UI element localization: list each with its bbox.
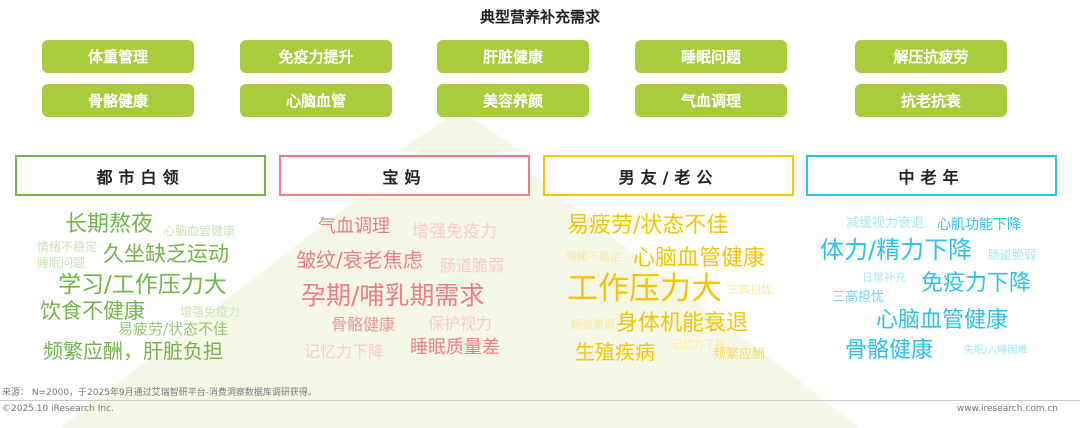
word-cloud-term: 失眠/入睡困难 bbox=[964, 345, 1028, 356]
word-cloud-term: 三高担忧 bbox=[728, 283, 772, 296]
word-cloud-term: 频繁应酬 bbox=[713, 347, 766, 362]
word-cloud-term: 肠道脆弱 bbox=[988, 248, 1037, 262]
word-cloud-term: 三高担忧 bbox=[832, 290, 885, 305]
word-cloud-term: 情绪不稳定 bbox=[37, 240, 98, 254]
word-cloud-term: 增强免疫力 bbox=[412, 222, 497, 242]
word-cloud-term: 久坐缺乏运动 bbox=[103, 242, 229, 266]
need-tag: 抗老抗衰 bbox=[855, 84, 1007, 117]
word-cloud-term: 饮食不健康 bbox=[40, 299, 145, 323]
word-cloud-term: 日常补充 bbox=[862, 271, 906, 284]
copyright: ©2025.10 iResearch Inc. bbox=[2, 404, 114, 414]
word-cloud-term: 免疫力下降 bbox=[921, 271, 1032, 296]
need-tag: 气血调理 bbox=[635, 84, 787, 117]
footer-divider bbox=[0, 400, 1080, 401]
word-cloud-term: 心脑血管健康 bbox=[633, 246, 766, 271]
word-cloud-term: 心脑血管健康 bbox=[876, 308, 1009, 333]
need-tag: 睡眠问题 bbox=[635, 40, 787, 73]
word-cloud-term: 减缓视力衰退 bbox=[846, 216, 925, 231]
word-cloud-term: 保护视力 bbox=[428, 314, 493, 333]
need-tag: 解压抗疲劳 bbox=[855, 40, 1007, 73]
word-cloud-term: 孕期/哺乳期需求 bbox=[301, 281, 485, 310]
need-tag: 美容养颜 bbox=[437, 84, 589, 117]
word-cloud-term: 心肌功能下降 bbox=[937, 217, 1021, 233]
word-cloud-term: 睡眠问题 bbox=[37, 256, 86, 270]
need-tag: 肝脏健康 bbox=[437, 40, 589, 73]
website-url: www.iresearch.com.cn bbox=[956, 404, 1058, 414]
word-cloud-term: 睡眠质量差 bbox=[410, 337, 500, 358]
word-cloud-term: 学习/工作压力大 bbox=[58, 272, 227, 298]
word-cloud-term: 长期熬夜 bbox=[65, 212, 154, 237]
word-cloud-term: 工作压力大 bbox=[567, 271, 722, 307]
word-cloud-term: 易疲劳/状态不佳 bbox=[567, 213, 729, 238]
page-title: 典型营养补充需求 bbox=[479, 8, 600, 26]
word-cloud-term: 心脑血管健康 bbox=[163, 224, 236, 238]
word-cloud-term: 记忆力下降 bbox=[671, 338, 726, 351]
word-cloud-term: 生殖疾病 bbox=[575, 340, 655, 364]
need-tag: 心脑血管 bbox=[240, 84, 392, 117]
category-moms: 宝妈 bbox=[279, 155, 530, 196]
word-cloud-term: 情绪不稳定 bbox=[566, 250, 621, 263]
word-cloud-term: 骨骼健康 bbox=[331, 315, 396, 334]
word-cloud-term: 频繁应酬，肝脏负担 bbox=[43, 339, 223, 363]
word-cloud-term: 气血调理 bbox=[318, 216, 390, 237]
category-boyfriend-husband: 男友/老公 bbox=[543, 155, 794, 196]
need-tag: 骨骼健康 bbox=[42, 84, 194, 117]
word-cloud-term: 肠道脆弱 bbox=[440, 256, 505, 275]
word-cloud-term: 身体机能衰退 bbox=[616, 311, 749, 336]
word-cloud-term: 肠道脆弱 bbox=[571, 318, 615, 331]
need-tag: 体重管理 bbox=[42, 40, 194, 73]
need-tag: 免疫力提升 bbox=[240, 40, 392, 73]
source-note: 来源： N=2000，于2025年9月通过艾瑞智研平台-消费洞察数据库调研获得。 bbox=[2, 388, 317, 398]
word-cloud-term: 皱纹/衰老焦虑 bbox=[296, 248, 423, 272]
word-cloud-term: 记忆力下降 bbox=[304, 342, 385, 361]
category-urban-white-collar: 都市白领 bbox=[15, 155, 266, 196]
word-cloud-term: 易疲劳/状态不佳 bbox=[118, 320, 229, 338]
word-cloud-term: 骨骼健康 bbox=[845, 338, 934, 363]
word-cloud-term: 体力/精力下降 bbox=[820, 236, 973, 264]
category-seniors: 中老年 bbox=[806, 155, 1057, 196]
word-cloud-term: 增强免疫力 bbox=[180, 305, 241, 319]
